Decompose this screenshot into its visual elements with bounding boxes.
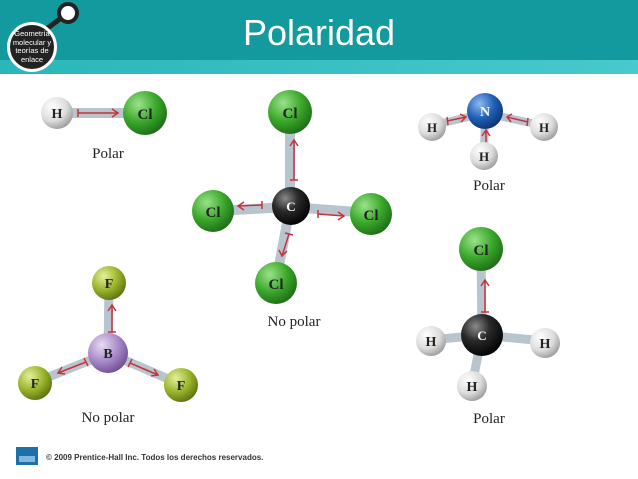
atom-label: C: [477, 328, 486, 343]
hydrogen-atom: [418, 113, 446, 141]
atom-label: H: [540, 337, 551, 352]
atom-label: F: [31, 377, 40, 392]
fluorine-atom: [92, 266, 126, 300]
header-stripe: [0, 60, 638, 74]
carbon-atom: [461, 314, 503, 356]
caption-nh3: Polar: [473, 178, 505, 194]
atom-label: H: [52, 107, 63, 122]
molecule-hcl: H Cl Polar: [41, 91, 167, 162]
nitrogen-atom: [467, 93, 503, 129]
hydrogen-atom: [416, 326, 446, 356]
caption-ch3cl: Polar: [473, 411, 505, 427]
caption-hcl: Polar: [92, 146, 124, 162]
atom-label: F: [177, 379, 186, 394]
molecule-bf3: F F F B No polar: [18, 266, 198, 426]
chlorine-atom: [350, 193, 392, 235]
chlorine-atom: [459, 227, 503, 271]
atom-label: Cl: [138, 107, 153, 123]
chlorine-atom: [123, 91, 167, 135]
page-title: Polaridad: [242, 12, 396, 53]
atom-label: Cl: [269, 277, 284, 293]
hydrogen-atom: [530, 328, 560, 358]
carbon-atom: [272, 187, 310, 225]
atom-label: H: [467, 380, 478, 395]
chlorine-atom: [255, 262, 297, 304]
chlorine-atom: [192, 190, 234, 232]
atom-label: H: [426, 335, 437, 350]
molecule-ccl4: Cl Cl Cl Cl C No polar: [192, 90, 392, 330]
atom-label: Cl: [474, 243, 489, 259]
badge-text: Geometría molecular y teorías de enlace: [12, 29, 52, 64]
topic-badge: Geometría molecular y teorías de enlace: [0, 0, 90, 80]
header-bar: [0, 0, 638, 60]
caption-ccl4: No polar: [268, 314, 321, 330]
atom-label: C: [286, 199, 295, 214]
copyright-text: © 2009 Prentice-Hall Inc. Todos los dere…: [46, 453, 264, 462]
fluorine-atom: [164, 368, 198, 402]
hydrogen-atom: [530, 113, 558, 141]
atom-label: Cl: [364, 208, 379, 224]
atom-label: Cl: [283, 106, 298, 122]
molecule-nh3: H H H N Polar: [418, 93, 558, 194]
atom-label: H: [427, 120, 437, 135]
atom-label: B: [103, 347, 112, 362]
dipole-arrows: [56, 303, 160, 377]
publisher-logo-icon: [16, 447, 38, 465]
atom-label: H: [479, 149, 489, 164]
caption-bf3: No polar: [82, 410, 135, 426]
badge-circle: Geometría molecular y teorías de enlace: [7, 22, 57, 72]
fluorine-atom: [18, 366, 52, 400]
chlorine-atom: [268, 90, 312, 134]
hydrogen-atom: [470, 142, 498, 170]
hydrogen-atom: [41, 97, 73, 129]
molecule-ch3cl: Cl H H H C Polar: [416, 227, 560, 427]
atom-label: H: [539, 120, 549, 135]
dipole-arrows: [236, 138, 346, 258]
boron-atom: [88, 333, 128, 373]
atom-label: F: [105, 277, 114, 292]
atom-label: N: [480, 105, 490, 120]
hydrogen-atom: [457, 371, 487, 401]
atom-label: Cl: [206, 205, 221, 221]
dipole-arrows: [480, 278, 490, 313]
